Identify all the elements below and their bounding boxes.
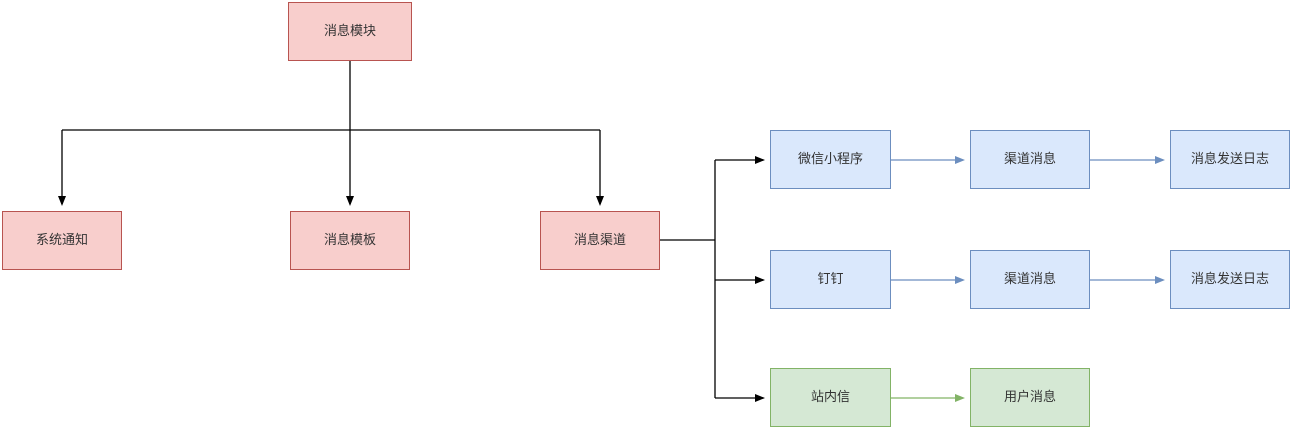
node-site-message[interactable]: 站内信 [770, 368, 891, 427]
node-system-notify[interactable]: 系统通知 [2, 211, 122, 270]
node-wechat-mini[interactable]: 微信小程序 [770, 130, 891, 189]
node-send-log-row1[interactable]: 消息发送日志 [1170, 130, 1290, 189]
node-msg-template[interactable]: 消息模板 [290, 211, 410, 270]
node-channel-msg-row2[interactable]: 渠道消息 [970, 250, 1090, 309]
node-user-message[interactable]: 用户消息 [970, 368, 1090, 427]
node-msg-module[interactable]: 消息模块 [288, 2, 412, 61]
node-dingtalk[interactable]: 钉钉 [770, 250, 891, 309]
node-msg-channel[interactable]: 消息渠道 [540, 211, 660, 270]
node-channel-msg-row1[interactable]: 渠道消息 [970, 130, 1090, 189]
node-send-log-row2[interactable]: 消息发送日志 [1170, 250, 1290, 309]
